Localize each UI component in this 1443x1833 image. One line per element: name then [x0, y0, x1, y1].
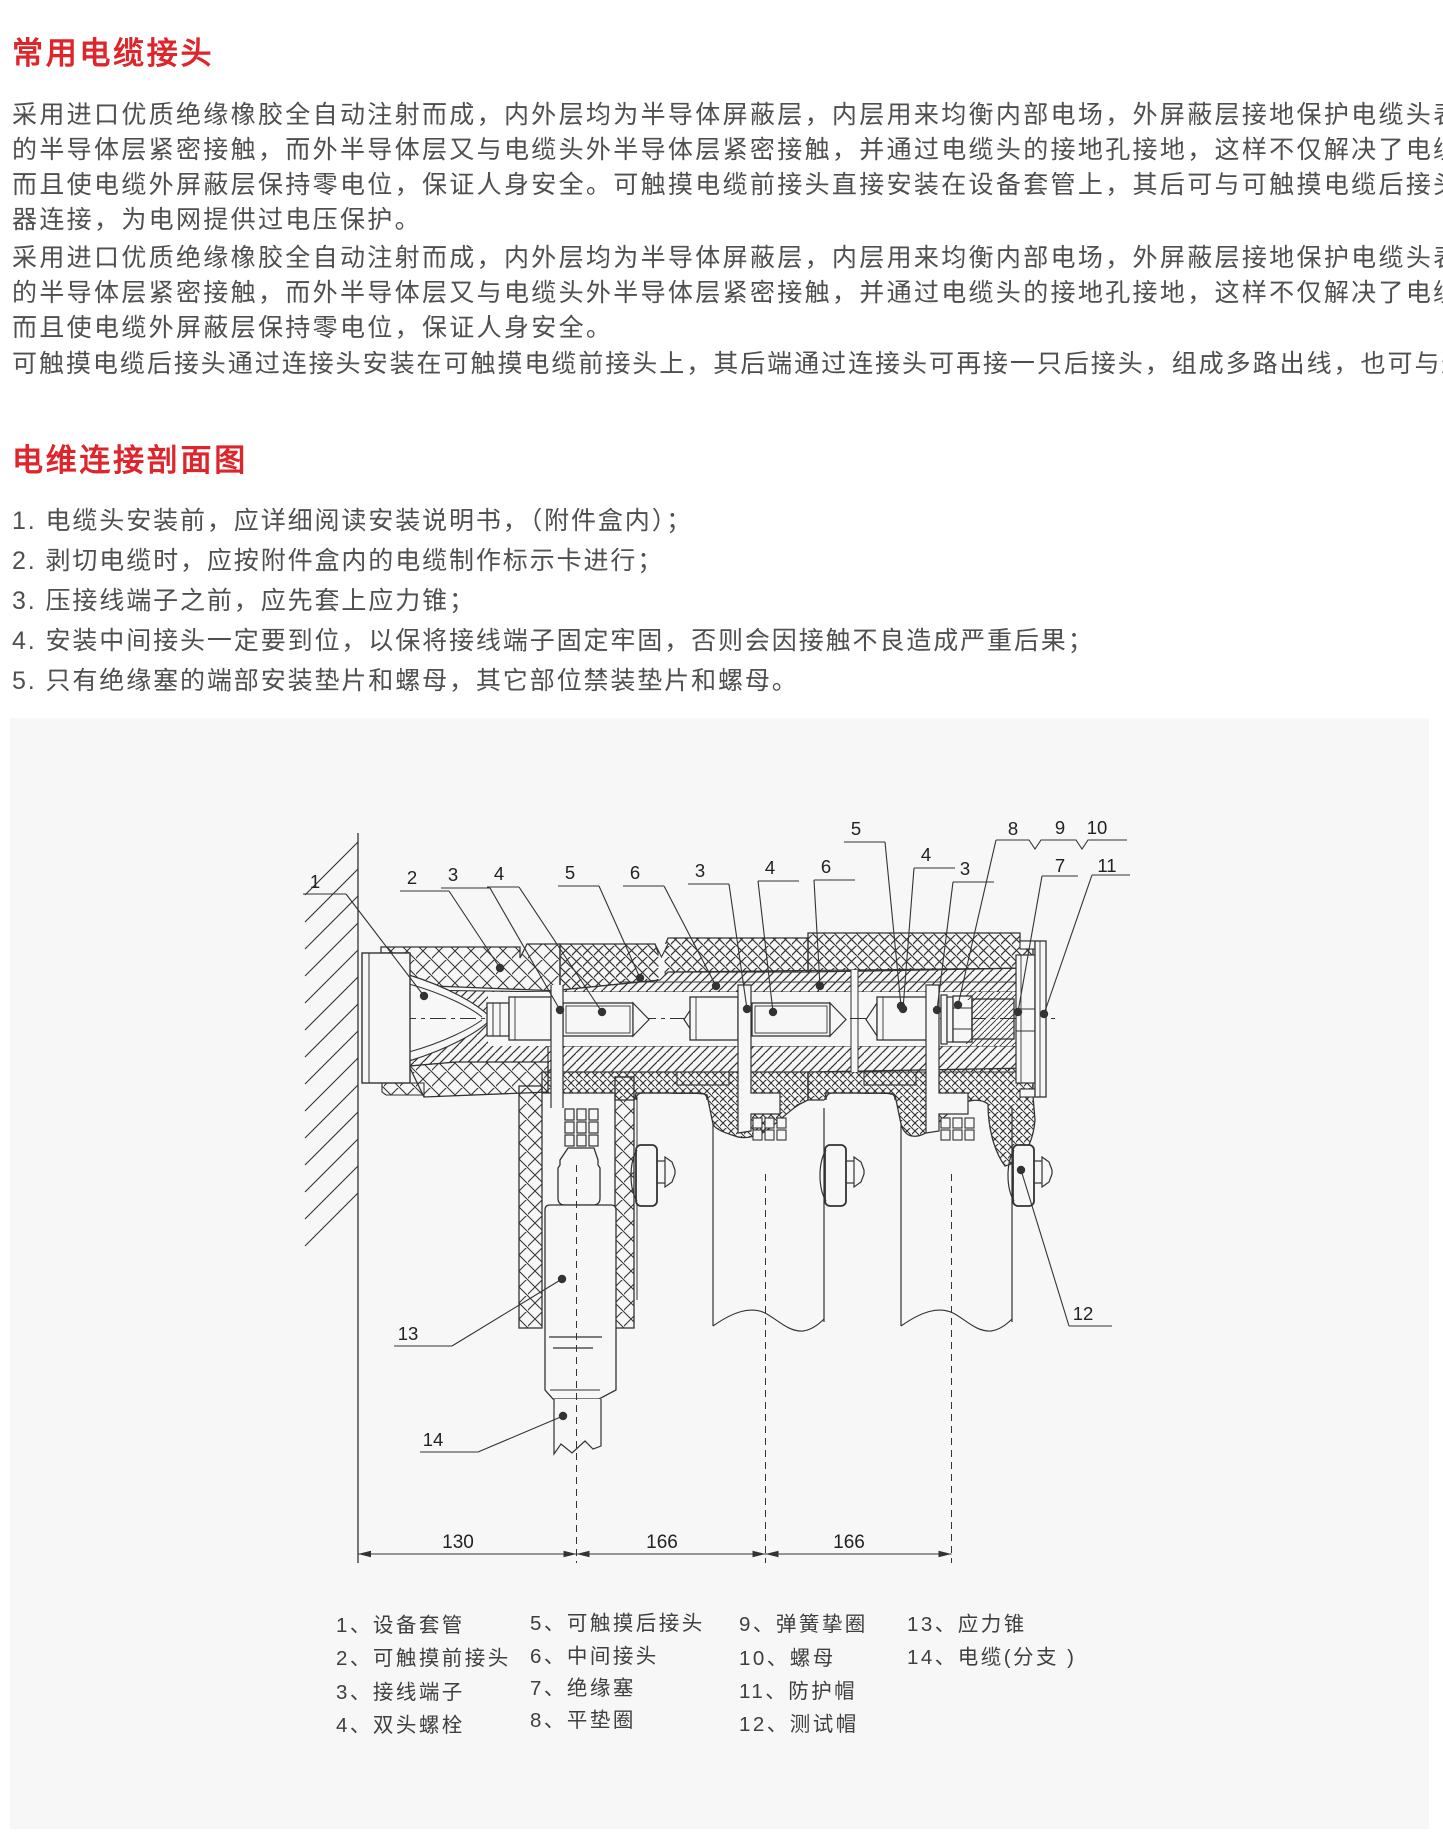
svg-text:3: 3	[960, 858, 970, 879]
svg-text:1: 1	[310, 871, 320, 892]
svg-text:4: 4	[494, 863, 504, 884]
svg-text:6: 6	[821, 856, 831, 877]
svg-text:166: 166	[833, 1532, 865, 1553]
svg-text:2: 2	[407, 867, 417, 888]
svg-text:4: 4	[765, 857, 775, 878]
svg-text:6: 6	[630, 862, 640, 883]
svg-text:7: 7	[1055, 855, 1065, 876]
svg-text:3: 3	[695, 860, 705, 881]
svg-text:5: 5	[851, 818, 861, 839]
svg-text:9: 9	[1055, 817, 1065, 838]
svg-text:8: 8	[1008, 818, 1018, 839]
svg-text:11: 11	[1097, 855, 1116, 876]
svg-text:130: 130	[442, 1532, 474, 1553]
svg-text:13: 13	[398, 1323, 419, 1344]
svg-text:3: 3	[448, 864, 458, 885]
svg-text:166: 166	[646, 1532, 678, 1553]
svg-text:12: 12	[1073, 1303, 1094, 1324]
svg-text:4: 4	[921, 844, 931, 865]
svg-text:5: 5	[565, 862, 575, 883]
svg-text:14: 14	[423, 1429, 444, 1450]
svg-text:10: 10	[1087, 817, 1108, 838]
